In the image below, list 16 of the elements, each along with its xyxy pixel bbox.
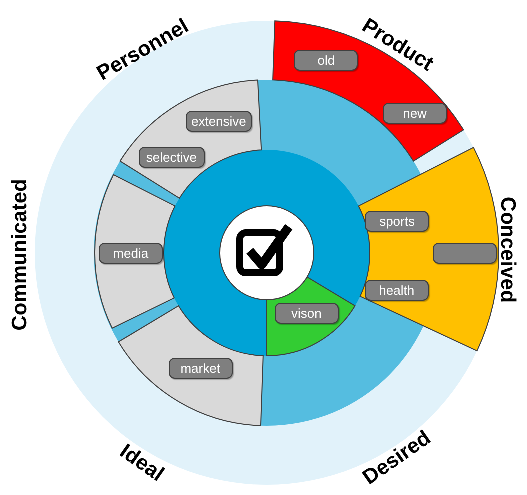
tag-pill: selective xyxy=(138,146,205,168)
tag-pill: media xyxy=(98,242,163,264)
tag-pill xyxy=(433,242,498,264)
tag-pill: new xyxy=(383,103,448,124)
tag-pill: old xyxy=(294,50,358,71)
category-label: Conceived xyxy=(498,196,518,304)
tag-pill: market xyxy=(168,358,233,379)
ring-sector xyxy=(118,306,264,426)
tag-pill: vison xyxy=(274,303,339,324)
ring-sector xyxy=(95,174,176,329)
ring-sector xyxy=(120,80,262,199)
tag-pill: extensive xyxy=(186,110,252,132)
tag-pill: sports xyxy=(365,211,430,232)
ring-sector xyxy=(358,147,499,352)
category-label: Communicated xyxy=(10,179,30,331)
tag-pill: health xyxy=(364,280,429,302)
